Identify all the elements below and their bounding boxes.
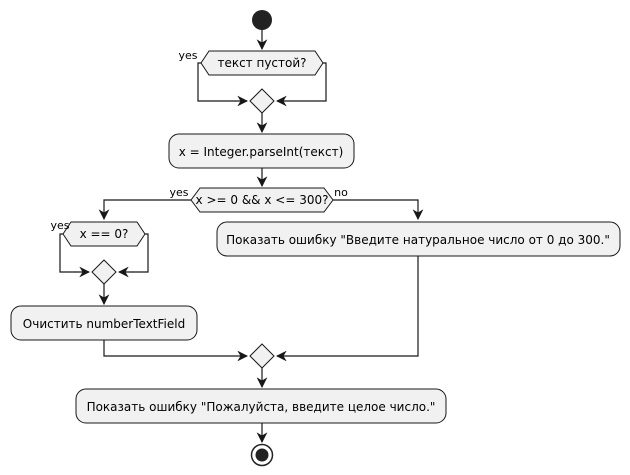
decision-range-check-label: x >= 0 && x <= 300? xyxy=(196,193,329,207)
edge-is-zero-yes xyxy=(59,233,91,278)
action-error-integer xyxy=(75,388,447,424)
merge-node-2 xyxy=(91,259,117,285)
action-error-integer-label: Показать ошибку "Пожалуйста, введите цел… xyxy=(87,400,436,414)
decision-range-check-yes-label: yes xyxy=(169,186,188,199)
action-error-range-label: Показать ошибку "Введите натуральное чис… xyxy=(226,233,610,247)
decision-text-empty-yes-label: yes xyxy=(178,49,197,62)
action-clear-field-label: Очистить numberTextField xyxy=(23,317,185,331)
edge-text-empty-yes xyxy=(197,62,249,107)
edge-is-zero-no xyxy=(117,233,149,278)
action-parse-label: x = Integer.parseInt(текст) xyxy=(179,145,344,159)
edge-text-empty-no xyxy=(275,62,327,107)
merge-node-3 xyxy=(249,343,275,369)
end-node-core xyxy=(255,448,269,462)
start-node xyxy=(252,10,272,30)
edge-clear-to-merge3 xyxy=(103,340,249,362)
decision-is-zero-label: x == 0? xyxy=(80,227,129,241)
decision-text-empty-label: текст пустой? xyxy=(217,56,306,70)
merge-node-1 xyxy=(249,88,275,114)
edge-range-check-no xyxy=(333,199,424,221)
edge-range-check-yes xyxy=(98,199,191,221)
edge-error-range-to-merge3 xyxy=(275,256,419,362)
decision-range-check-no-label: no xyxy=(334,186,348,199)
decision-is-zero-yes-label: yes xyxy=(50,219,69,232)
